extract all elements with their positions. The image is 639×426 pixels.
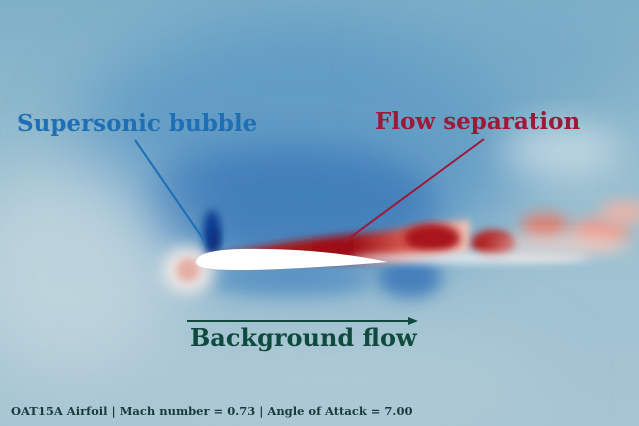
pressure-field — [0, 10, 639, 426]
airfoil-shape — [196, 248, 388, 270]
caption-text: OAT15A Airfoil | Mach number = 0.73 | An… — [11, 404, 413, 418]
flow-separation-label: Flow separation — [375, 108, 581, 135]
background-flow-label: Background flow — [190, 323, 417, 352]
separation-pointer-line — [343, 138, 485, 243]
background-flow-arrow — [187, 317, 418, 325]
bubble-pointer-line — [134, 139, 207, 244]
supersonic-bubble-label: Supersonic bubble — [17, 110, 258, 137]
